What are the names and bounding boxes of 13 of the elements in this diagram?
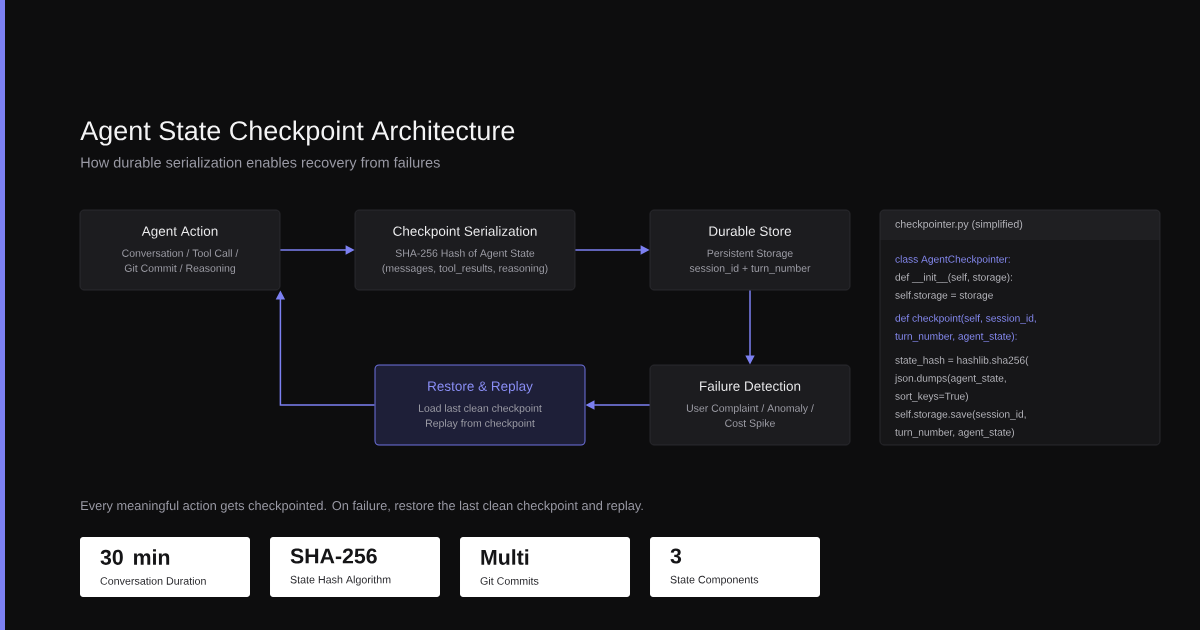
subtitle: How durable serialization enables recovery from failures (81, 157, 440, 171)
stat-card: 30 min Conversation Duration (80, 537, 250, 597)
process-box: Failure Detection User Complaint / Anomaly / Cost Spike (649, 364, 851, 446)
highlighted-process-box: Restore & Replay Load last clean checkpoint Replay from checkpoint (374, 364, 586, 446)
process-box: Checkpoint Serialization SHA-256 Hash of Agent State (messages, tool_results, reasoning) (354, 209, 576, 291)
summary-note: Every meaningful action gets checkpointed. On failure, restore the last clean checkpoint and replay. (81, 500, 643, 513)
page-title: Agent State Checkpoint Architecture (80, 120, 515, 146)
stat-card: 3 State Components (650, 537, 820, 597)
code-panel: checkpointer.py (simplified) class AgentCheckpointer: def __init__(self, storage): self.storage = storage def checkpoint(self, session_id, turn_number, agent_state): state_hash = hashlib.sha256( json.dumps(agent_state, sort_keys=True) self.storage.save(session_id, turn_number, agent_state) (879, 209, 1161, 446)
process-box: Agent Action Conversation / Tool Call / Git Commit / Reasoning (79, 209, 281, 291)
process-box: Durable Store Persistent Storage session_id + turn_number (649, 209, 851, 291)
stat-card: SHA-256 State Hash Algorithm (270, 537, 440, 597)
stat-card: Multi Git Commits (460, 537, 630, 597)
